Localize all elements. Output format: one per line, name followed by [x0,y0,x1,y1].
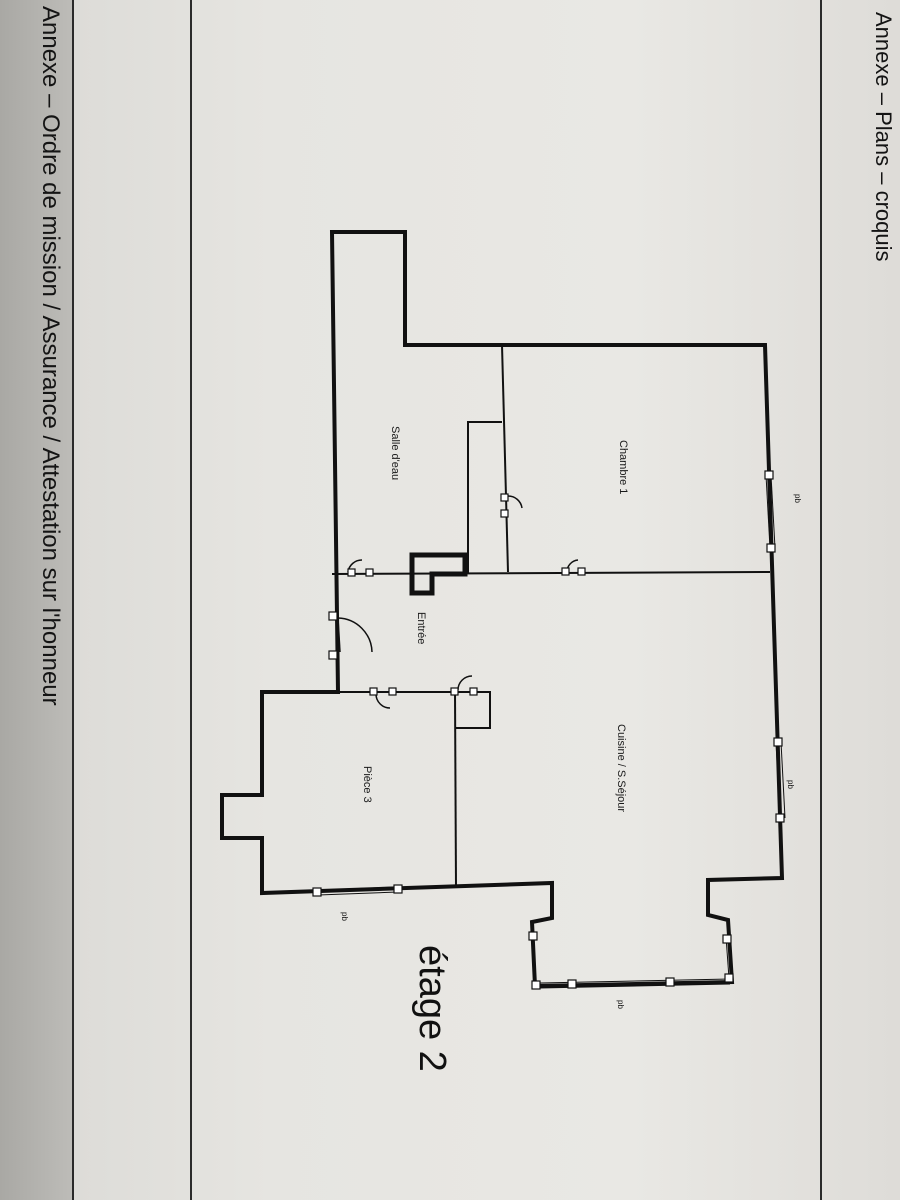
label-salle-eau: Salle d'eau [389,426,401,480]
label-chambre: Chambre 1 [617,440,629,494]
margin-rule-right [820,0,822,1200]
doors [337,495,579,709]
floor-label: étage 2 [411,945,453,1072]
margin-rule-left [190,0,192,1200]
window-frames [312,470,785,990]
label-piece3: Pièce 3 [361,766,373,803]
footer-band [0,0,74,1200]
column-shaft [409,552,468,596]
pb-marker: pb [340,912,349,921]
pb-marker: pb [616,1000,625,1009]
pb-marker: pb [786,780,795,789]
label-cuisine: Cuisine / S.Séjour [615,724,627,812]
label-entree: Entrée [415,612,427,644]
door-jambs [328,493,586,696]
outer-walls [220,230,785,989]
pb-marker: pb [793,494,802,503]
